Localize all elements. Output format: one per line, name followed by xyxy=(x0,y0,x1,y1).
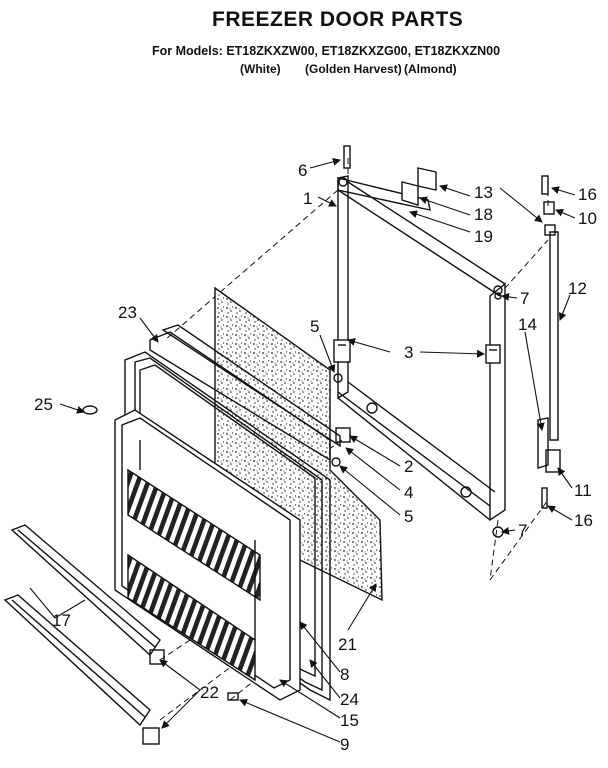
callout-14: 14 xyxy=(518,315,537,334)
callout-1: 1 xyxy=(303,189,312,208)
callout-25: 25 xyxy=(34,395,53,414)
callout-24: 24 xyxy=(340,690,359,709)
leader-lines xyxy=(29,157,576,743)
bottom-trim-part-17 xyxy=(3,524,161,727)
model-number-white: ET18ZKXZW00 xyxy=(226,44,315,58)
callout-labels: 6 1 13 16 10 18 19 7 12 23 5 3 14 25 2 4… xyxy=(34,161,597,754)
hinge-rail-part-12 xyxy=(549,231,559,441)
model-color-white: (White) xyxy=(240,62,281,76)
callout-16-top: 16 xyxy=(578,185,597,204)
callout-18: 18 xyxy=(474,205,493,224)
callout-11: 11 xyxy=(574,481,592,500)
callout-9: 9 xyxy=(340,735,349,754)
callout-21: 21 xyxy=(338,635,357,654)
callout-13: 13 xyxy=(474,183,493,202)
callout-7-top: 7 xyxy=(520,289,529,308)
hinge-rail-part-14 xyxy=(537,417,549,469)
model-color-golden: (Golden Harvest) xyxy=(305,62,402,76)
callout-8: 8 xyxy=(340,665,349,684)
trim-end-cap-part-22 xyxy=(142,649,165,745)
models-prefix: For Models: xyxy=(152,44,223,58)
inner-door-panel xyxy=(114,409,301,701)
callout-19: 19 xyxy=(474,227,493,246)
model-number-golden: ET18ZKXZG00 xyxy=(321,44,408,58)
page-title: FREEZER DOOR PARTS xyxy=(212,8,464,31)
hinge-bracket-part-3 xyxy=(333,339,501,364)
callout-7-bottom: 7 xyxy=(518,521,527,540)
callout-4: 4 xyxy=(404,483,413,502)
door-liner-part-23 xyxy=(149,324,341,462)
callout-6: 6 xyxy=(298,161,307,180)
callout-5-upper: 5 xyxy=(310,317,319,336)
hinge-cover-part-18-19 xyxy=(401,167,437,206)
callout-15: 15 xyxy=(340,711,359,730)
callout-12: 12 xyxy=(568,279,587,298)
callout-2: 2 xyxy=(404,457,413,476)
callout-16-bottom: 16 xyxy=(574,511,593,530)
callout-3: 3 xyxy=(404,343,413,362)
hinge-hardware xyxy=(82,145,561,701)
callout-17: 17 xyxy=(52,611,71,630)
model-number-almond: ET18ZKXZN00 xyxy=(414,44,501,58)
header: FREEZER DOOR PARTS For Models: ET18ZKXZW… xyxy=(0,0,608,95)
model-color-almond: (Almond) xyxy=(404,62,457,76)
callout-23: 23 xyxy=(118,303,137,322)
callout-5-lower: 5 xyxy=(404,507,413,526)
callout-22: 22 xyxy=(200,683,219,702)
models-line: For Models: ET18ZKXZW00, ET18ZKXZG00, ET… xyxy=(152,44,501,58)
callout-10: 10 xyxy=(578,209,597,228)
